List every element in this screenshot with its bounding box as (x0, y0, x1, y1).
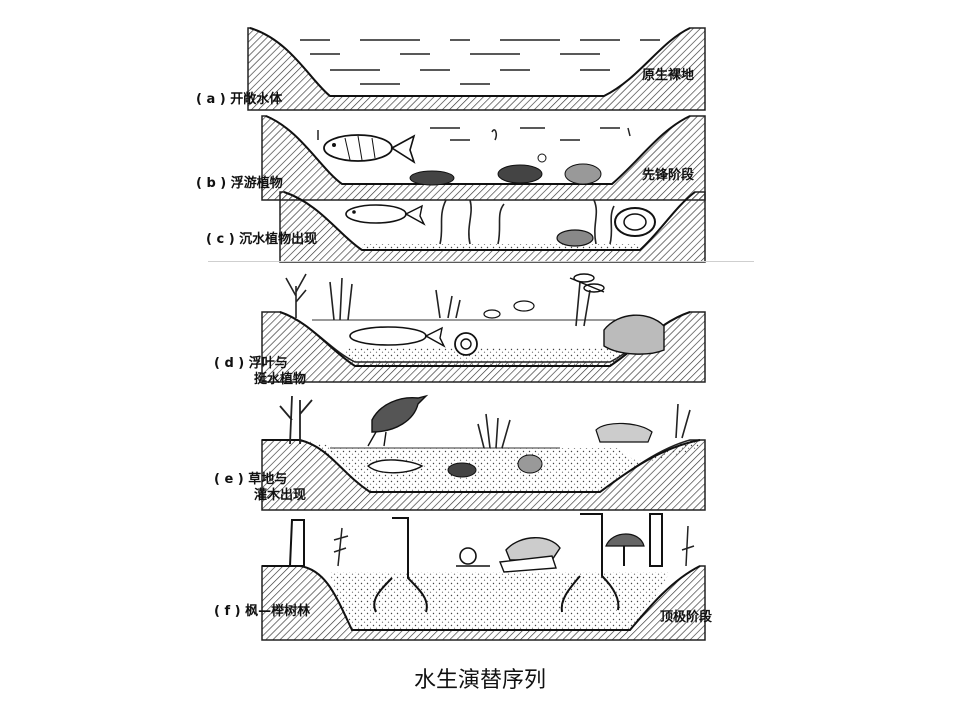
stage-b-right-label: 先锋阶段 (642, 168, 694, 184)
log-icon (500, 556, 556, 572)
frog-icon (604, 315, 664, 354)
water-lines (300, 40, 660, 84)
stage-f-right-label: 顶极阶段 (660, 610, 712, 626)
panel-a-open-water (248, 28, 705, 110)
figure-caption: 水生演替序列 (0, 662, 960, 694)
lily-pads (484, 301, 534, 318)
grass (478, 404, 690, 448)
stage-f-label: ( f ) 枫—榉树林 (214, 604, 310, 620)
tree-icon (280, 396, 312, 444)
panel-e-meadow-shrubs (262, 396, 705, 510)
reeds (330, 278, 590, 326)
fish-icon (324, 135, 414, 162)
stage-b-label: ( b ) 浮游植物 (196, 176, 283, 192)
panel-b-plankton (262, 116, 705, 200)
snail-icon (456, 548, 490, 566)
stage-c-label: ( c ) 沉水植物出现 (206, 232, 317, 248)
fish-icon (346, 205, 424, 224)
pond-creatures (410, 154, 601, 185)
section-divider (208, 261, 754, 262)
panel-c-submerged-plants (280, 192, 705, 262)
fish-icon (350, 327, 444, 346)
stage-e-label: ( e ) 草地与 灌木出现 (214, 472, 306, 504)
mushroom-icon (606, 534, 644, 566)
stage-a-right-label: 原生裸地 (642, 68, 694, 84)
bird-icon (368, 396, 426, 446)
dragonfly-icon (570, 274, 604, 292)
stage-d-label: ( d ) 浮叶与 挺水植物 (214, 356, 306, 388)
snail-icon (557, 208, 655, 246)
stage-a-label: ( a ) 开敞水体 (196, 92, 282, 108)
frog-icon (596, 423, 652, 442)
panel-f-maple-beech-forest (262, 514, 705, 640)
snail-icon (455, 333, 477, 355)
panel-d-emergent-plants (262, 274, 705, 382)
tree-icon (286, 274, 306, 318)
